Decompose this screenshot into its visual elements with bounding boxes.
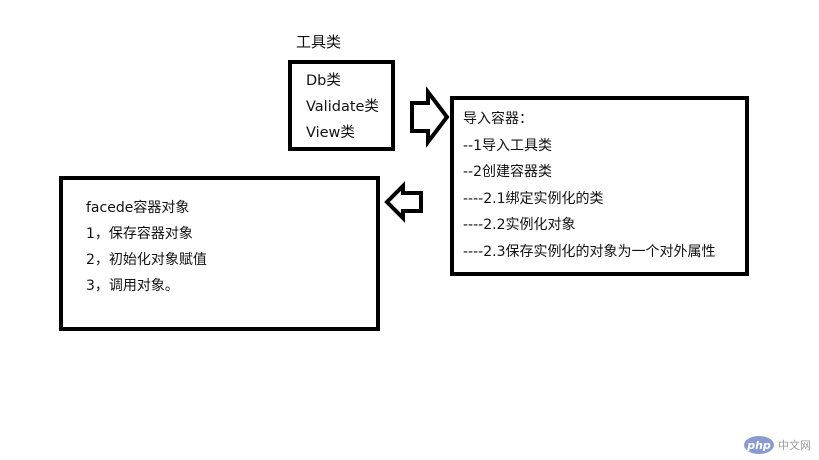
container-item-instantiate: ----2.2实例化对象 — [463, 217, 576, 233]
arrow-right-icon — [410, 86, 450, 148]
tools-box: Db类 Validate类 View类 — [288, 60, 395, 151]
container-item-import-tools: --1导入工具类 — [463, 137, 553, 154]
facade-item-heading: facede容器对象 — [86, 200, 190, 216]
watermark: php 中文网 — [744, 436, 811, 454]
tools-title: 工具类 — [296, 33, 342, 51]
arrow-left-icon — [384, 181, 423, 223]
facade-item-init: 2，初始化对象赋值 — [86, 252, 207, 268]
php-logo-icon: php — [744, 436, 774, 454]
facade-box: facede容器对象 1，保存容器对象 2，初始化对象赋值 3，调用对象。 — [59, 176, 380, 331]
container-box: 导入容器： --1导入工具类 --2创建容器类 ----2.1绑定实例化的类 -… — [450, 96, 749, 276]
tools-item-view: View类 — [306, 125, 355, 141]
container-item-bind: ----2.1绑定实例化的类 — [463, 190, 604, 207]
tools-item-validate: Validate类 — [306, 99, 379, 115]
facade-item-save: 1，保存容器对象 — [86, 226, 193, 242]
container-item-save: ----2.3保存实例化的对象为一个对外属性 — [463, 243, 716, 260]
watermark-text: 中文网 — [778, 439, 811, 452]
facade-item-call: 3，调用对象。 — [86, 278, 179, 294]
tools-item-db: Db类 — [306, 73, 341, 89]
container-item-heading: 导入容器： — [463, 111, 533, 127]
container-item-create-class: --2创建容器类 — [463, 164, 553, 180]
